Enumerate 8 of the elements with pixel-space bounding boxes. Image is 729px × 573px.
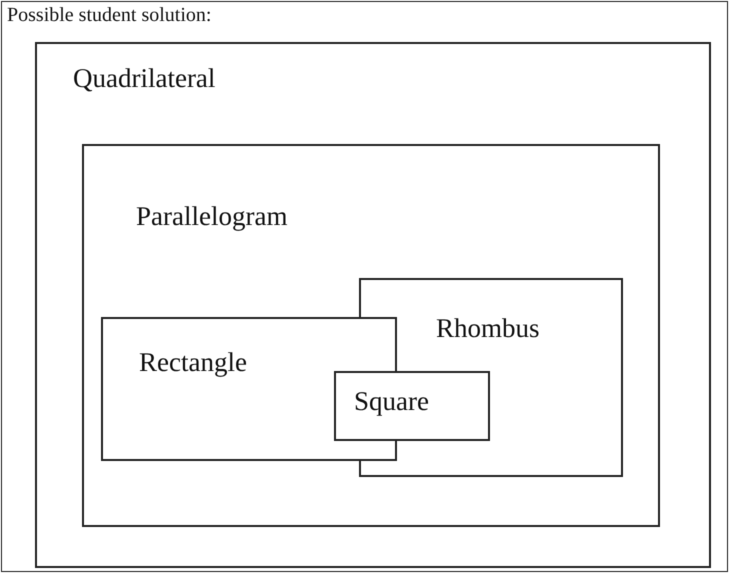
- set-label: Square: [354, 387, 429, 417]
- set-label: Rhombus: [436, 314, 540, 344]
- square-box: [334, 371, 490, 441]
- heading: Possible student solution:: [7, 4, 212, 27]
- set-label: Quadrilateral: [73, 64, 216, 94]
- parallelogram-box: [82, 144, 660, 527]
- set-label: Parallelogram: [136, 202, 288, 232]
- set-label: Rectangle: [139, 348, 247, 378]
